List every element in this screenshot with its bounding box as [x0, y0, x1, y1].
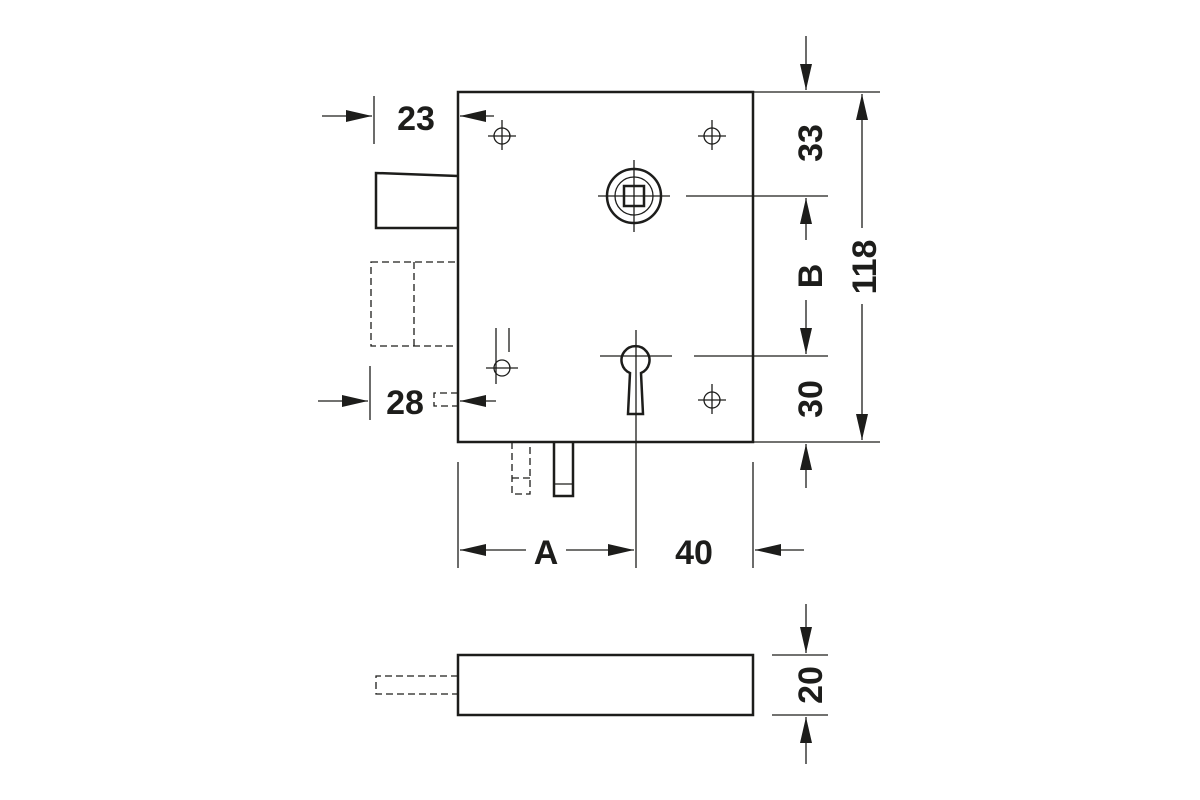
bottom-pin — [552, 442, 575, 498]
side-latch-dashed — [375, 675, 458, 695]
dim-30-label: 30 — [792, 380, 830, 418]
side-view — [375, 653, 828, 717]
dim-40: 40 — [675, 534, 804, 572]
dim-118: 118 — [846, 94, 884, 440]
dim-33-label: 33 — [792, 124, 830, 162]
dim-B: B — [792, 264, 830, 354]
dim-20: 20 — [792, 604, 830, 764]
dim-28: 28 — [318, 366, 496, 422]
screw-hole-bottom-left — [486, 328, 518, 384]
dim-30: 30 — [792, 380, 830, 488]
dead-bolt — [374, 171, 459, 230]
dim-A: A — [460, 534, 634, 572]
dim-B-label: B — [792, 264, 830, 289]
screw-hole-top-left — [488, 120, 516, 150]
dim-40-label: 40 — [675, 534, 713, 572]
follower-spindle — [598, 160, 670, 232]
dim-23: 23 — [322, 96, 494, 144]
dim-28-label: 28 — [386, 384, 424, 422]
screw-hole-top-right — [698, 120, 726, 150]
front-view — [370, 90, 755, 568]
side-case — [456, 653, 755, 717]
keyhole — [600, 330, 672, 568]
dim-23-label: 23 — [397, 100, 435, 138]
dim-33: 33 — [792, 36, 830, 240]
screw-hole-bottom-right — [698, 384, 726, 414]
dim-118-label: 118 — [846, 240, 884, 295]
dim-20-label: 20 — [792, 666, 830, 704]
dim-A-label: A — [534, 534, 559, 572]
latch-dashed — [370, 261, 459, 347]
bottom-pin-dashed — [511, 442, 531, 495]
small-lug-dashed — [433, 392, 458, 407]
